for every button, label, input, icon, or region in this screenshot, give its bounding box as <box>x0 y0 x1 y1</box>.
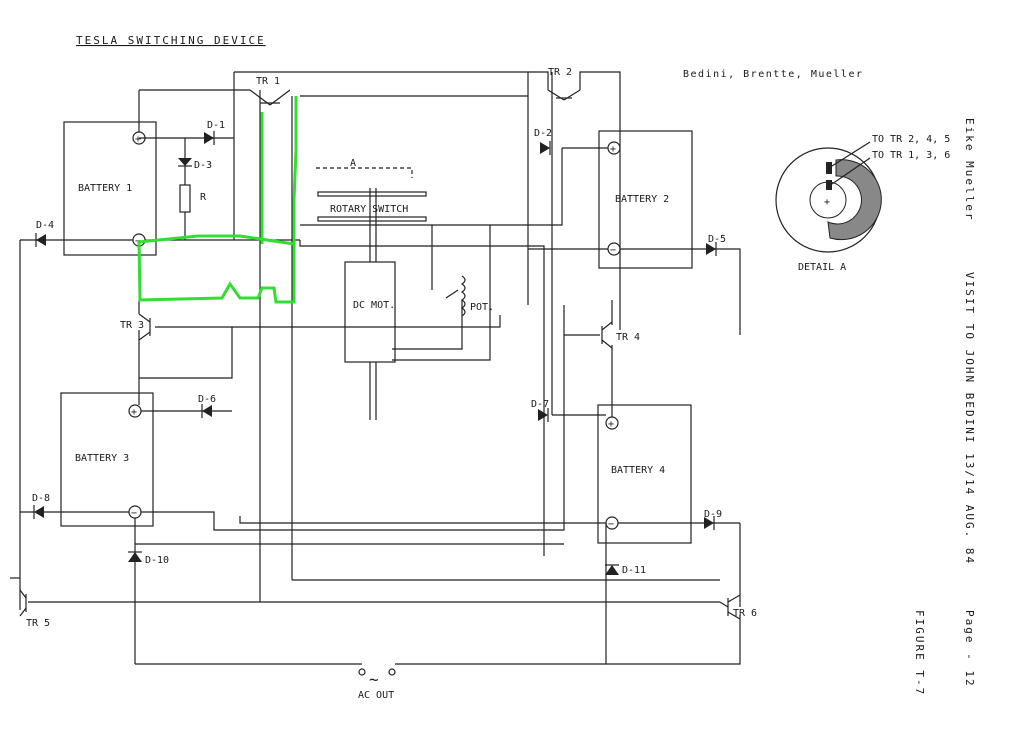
diodes: D-1 D-3 D-4 D-2 D-5 D-6 D-7 D-8 D-9 D-10… <box>32 120 726 576</box>
svg-text:+: + <box>824 197 830 208</box>
detail-a: + TO TR 2, 4, 5 TO TR 1, 3, 6 DETAIL A <box>775 134 950 273</box>
svg-text:TR 4: TR 4 <box>616 332 640 343</box>
transistor-tr3: TR 3 <box>120 313 151 341</box>
ac-output: ~ AC OUT <box>358 668 396 701</box>
diode-d11: D-11 <box>605 564 646 576</box>
resistor-label: R <box>200 192 207 203</box>
pot-label: POT. <box>470 302 494 313</box>
battery-4-label: BATTERY 4 <box>611 465 665 476</box>
svg-text:−: − <box>610 245 616 256</box>
transistors: TR 1 TR 2 TR 3 TR 4 TR 5 TR 6 <box>19 67 757 629</box>
diagram-title: TESLA SWITCHING DEVICE <box>76 34 266 47</box>
battery-1: BATTERY 1 + − <box>63 121 157 256</box>
svg-text:TR 6: TR 6 <box>733 608 757 619</box>
potentiometer: POT. <box>445 275 494 317</box>
side-figure: FIGURE T-7 <box>913 610 926 696</box>
svg-text:D-6: D-6 <box>198 394 216 405</box>
diode-d6: D-6 <box>198 394 216 418</box>
side-author: Eike Mueller <box>963 118 976 221</box>
battery-2-label: BATTERY 2 <box>615 194 669 205</box>
diode-d2: D-2 <box>534 128 552 155</box>
transistor-tr4: TR 4 <box>601 321 640 349</box>
battery-4: BATTERY 4 + − <box>597 404 692 544</box>
battery-1-label: BATTERY 1 <box>78 183 132 194</box>
svg-text:D-7: D-7 <box>531 399 549 410</box>
battery-2: BATTERY 2 + − <box>598 130 693 269</box>
highlighted-path <box>137 96 298 304</box>
diode-d3: D-3 <box>178 158 212 171</box>
svg-text:+: + <box>610 144 616 155</box>
diode-d1: D-1 <box>204 120 225 145</box>
transistor-tr6: TR 6 <box>719 594 757 620</box>
motor-label: DC MOT. <box>353 300 395 311</box>
svg-text:D-9: D-9 <box>704 509 722 520</box>
rotary-switch: A ROTARY SWITCH <box>316 158 427 262</box>
svg-text:TR 2: TR 2 <box>548 67 572 78</box>
ac-out-label: AC OUT <box>358 690 394 701</box>
detail-a-label: DETAIL A <box>798 262 846 273</box>
svg-text:D-11: D-11 <box>622 565 646 576</box>
svg-text:D-10: D-10 <box>145 555 169 566</box>
svg-text:+: + <box>608 419 614 430</box>
battery-3: BATTERY 3 + − <box>60 392 154 527</box>
diode-d4: D-4 <box>35 220 54 247</box>
transistor-tr5: TR 5 <box>19 589 50 629</box>
side-visit: VISIT TO JOHN BEDINI 13/14 AUG. 84 <box>963 272 976 565</box>
svg-text:D-5: D-5 <box>708 234 726 245</box>
svg-text:+: + <box>135 134 141 145</box>
detail-to-tr-b: TO TR 1, 3, 6 <box>872 150 950 161</box>
svg-text:−: − <box>608 519 614 530</box>
authors-text: Bedini, Brentte, Mueller <box>683 69 864 80</box>
side-page: Page - 12 <box>963 610 976 688</box>
transistor-tr2: TR 2 <box>547 67 581 101</box>
transistor-tr1: TR 1 <box>249 76 291 106</box>
resistor-r: R <box>179 184 207 213</box>
svg-text:TR 3: TR 3 <box>120 320 144 331</box>
detail-to-tr-a: TO TR 2, 4, 5 <box>872 134 950 145</box>
svg-text:+: + <box>131 407 137 418</box>
diode-d5: D-5 <box>706 234 726 256</box>
rotary-switch-label: ROTARY SWITCH <box>330 204 408 215</box>
svg-text:D-4: D-4 <box>36 220 54 231</box>
svg-text:D-8: D-8 <box>32 493 50 504</box>
svg-text:D-2: D-2 <box>534 128 552 139</box>
a-marker: A <box>350 158 356 169</box>
diode-d9: D-9 <box>704 509 722 530</box>
wiring <box>10 71 741 665</box>
svg-text:TR 1: TR 1 <box>256 76 280 87</box>
svg-text:−: − <box>131 508 137 519</box>
diode-d8: D-8 <box>32 493 50 519</box>
dc-motor: DC MOT. <box>344 261 396 420</box>
ac-symbol: ~ <box>369 670 379 689</box>
svg-text:D-3: D-3 <box>194 160 212 171</box>
svg-text:D-1: D-1 <box>207 120 225 131</box>
diode-d7: D-7 <box>531 399 549 422</box>
diode-d10: D-10 <box>128 551 169 566</box>
battery-3-label: BATTERY 3 <box>75 453 129 464</box>
svg-text:TR 5: TR 5 <box>26 618 50 629</box>
